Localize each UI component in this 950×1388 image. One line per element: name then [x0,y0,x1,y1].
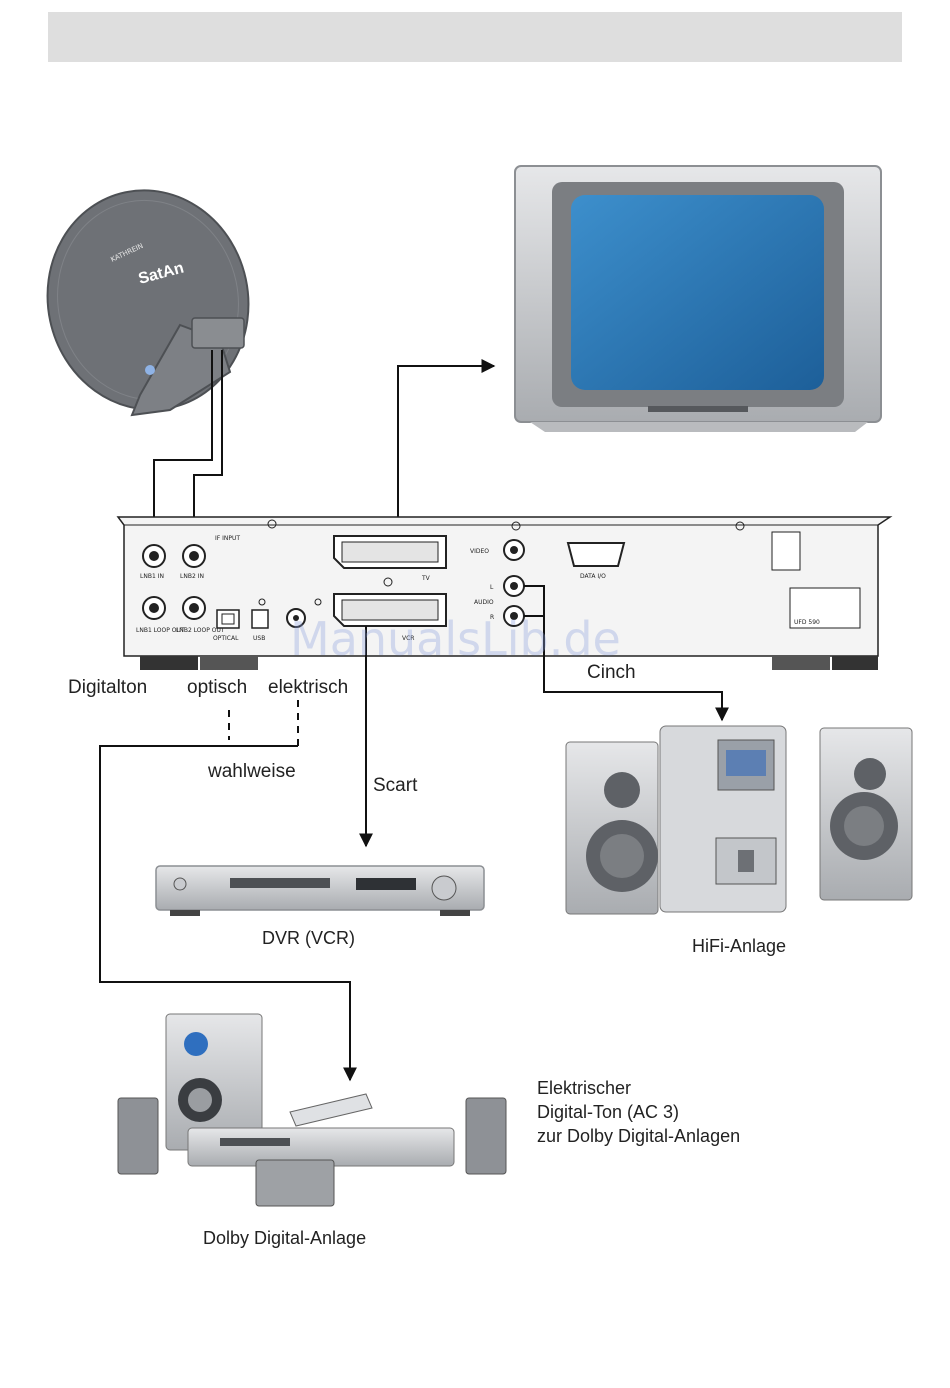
port-audio: AUDIO [474,599,494,606]
caption-elektrischer-line1: Elektrischer [537,1076,740,1100]
caption-dolby: Dolby Digital-Anlage [203,1228,366,1249]
caption-hifi: HiFi-Anlage [692,936,786,957]
port-video: VIDEO [470,548,489,555]
television [515,166,881,432]
port-data: DATA I/O [580,573,606,580]
receiver-model: UFD 590 [794,619,820,626]
label-wahlweise: wahlweise [208,761,296,783]
port-lnb1-in: LNB1 IN [140,573,164,580]
caption-elektrischer-line3: zur Dolby Digital-Anlagen [537,1124,740,1148]
satellite-dish: SatAn KATHREIN [27,172,268,429]
dolby-system [118,1014,506,1206]
port-usb: USB [253,635,265,642]
caption-dvr: DVR (VCR) [262,928,355,949]
caption-elektrischer-line2: Digital-Ton (AC 3) [537,1100,740,1124]
watermark: ManualsLib.de [290,612,621,666]
label-optisch: optisch [187,677,247,699]
dvr-device [156,866,484,916]
port-tv-scart: TV [421,575,431,582]
port-optical: OPTICAL [213,635,239,642]
caption-elektrischer: Elektrischer Digital-Ton (AC 3) zur Dolb… [537,1076,740,1148]
label-scart: Scart [373,775,417,797]
label-elektrisch: elektrisch [268,677,348,699]
tv-scart-line [398,366,494,540]
hifi-system [566,726,912,914]
port-if-input: IF INPUT [215,535,240,542]
label-digitalton: Digitalton [68,677,147,699]
port-lnb2-in: LNB2 IN [180,573,204,580]
